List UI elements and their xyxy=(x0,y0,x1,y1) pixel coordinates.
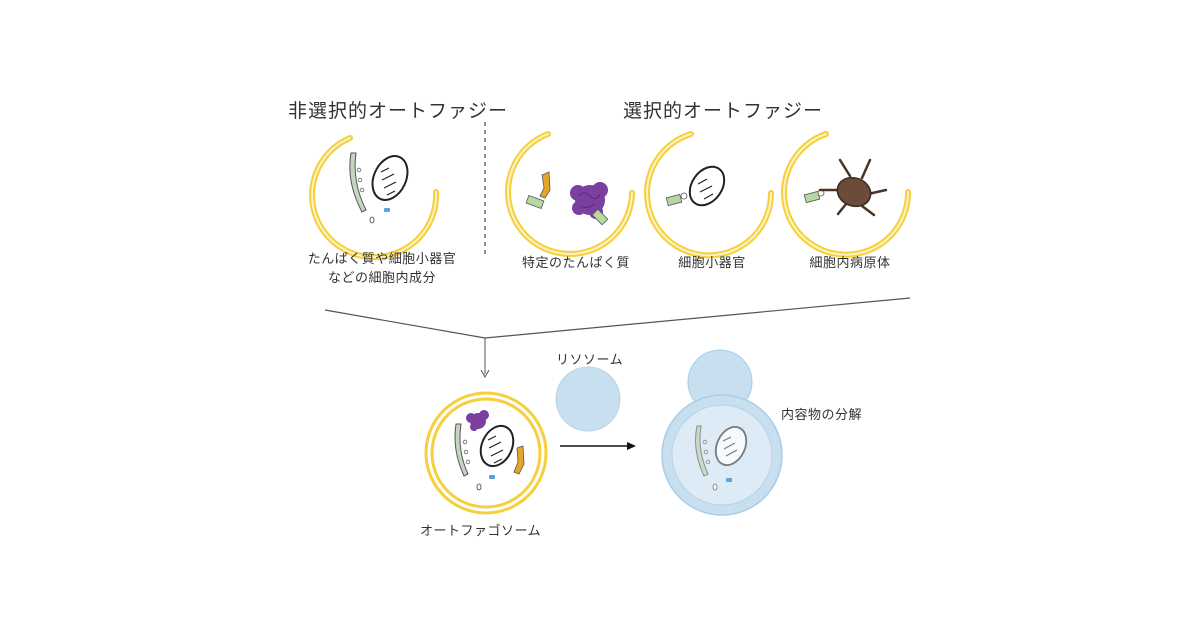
vesicle-icon xyxy=(369,216,375,224)
mitochondrion-icon xyxy=(371,155,409,201)
mitochondrion-icon xyxy=(714,426,748,466)
er-fragment-icon xyxy=(454,423,471,477)
ion-icon xyxy=(384,208,390,212)
process-arrow xyxy=(560,442,636,450)
caption-pathogen: 細胞内病原体 xyxy=(809,256,891,271)
autophagosome xyxy=(424,391,548,515)
label-degradation: 内容物の分解 xyxy=(781,408,863,423)
receptor-icon xyxy=(665,193,683,207)
er-fragment-icon xyxy=(349,152,367,213)
mitochondrion-icon xyxy=(688,165,726,207)
autolysosome xyxy=(661,349,783,516)
phagophore-non-selective xyxy=(309,135,440,261)
protein-aggregate-icon xyxy=(466,410,489,431)
label-lysosome: リソソーム xyxy=(556,353,624,368)
ion-icon xyxy=(726,478,732,482)
caption-line: などの細胞内成分 xyxy=(327,271,437,286)
receptor-icon xyxy=(591,208,609,226)
caption-organelle: 細胞小器官 xyxy=(678,256,746,271)
small-protein-icon xyxy=(513,445,525,475)
vesicle-icon xyxy=(712,483,718,491)
receptor-icon xyxy=(803,190,821,204)
ion-icon xyxy=(489,475,495,479)
lysosome xyxy=(555,366,621,432)
receptor-icon xyxy=(525,194,545,210)
convergence-lines xyxy=(324,297,911,379)
heading-non-selective: 非選択的オートファジー xyxy=(288,100,509,122)
pathogen-icon xyxy=(818,158,888,217)
caption-specific-protein: 特定のたんぱく質 xyxy=(521,256,631,271)
caption-non-selective: たんぱく質や細胞小器官 などの細胞内成分 xyxy=(308,250,457,288)
mitochondrion-icon xyxy=(479,424,515,468)
er-fragment-icon xyxy=(695,425,711,477)
phagophore-pathogen xyxy=(781,131,912,258)
small-protein-icon xyxy=(539,171,551,199)
caption-line: たんぱく質や細胞小器官 xyxy=(307,252,457,267)
vesicle-icon xyxy=(476,483,482,491)
label-autophagosome: オートファゴソーム xyxy=(420,524,542,539)
heading-selective: 選択的オートファジー xyxy=(623,100,824,122)
phagophore-organelle xyxy=(644,131,775,259)
phagophore-specific-protein xyxy=(505,131,635,257)
